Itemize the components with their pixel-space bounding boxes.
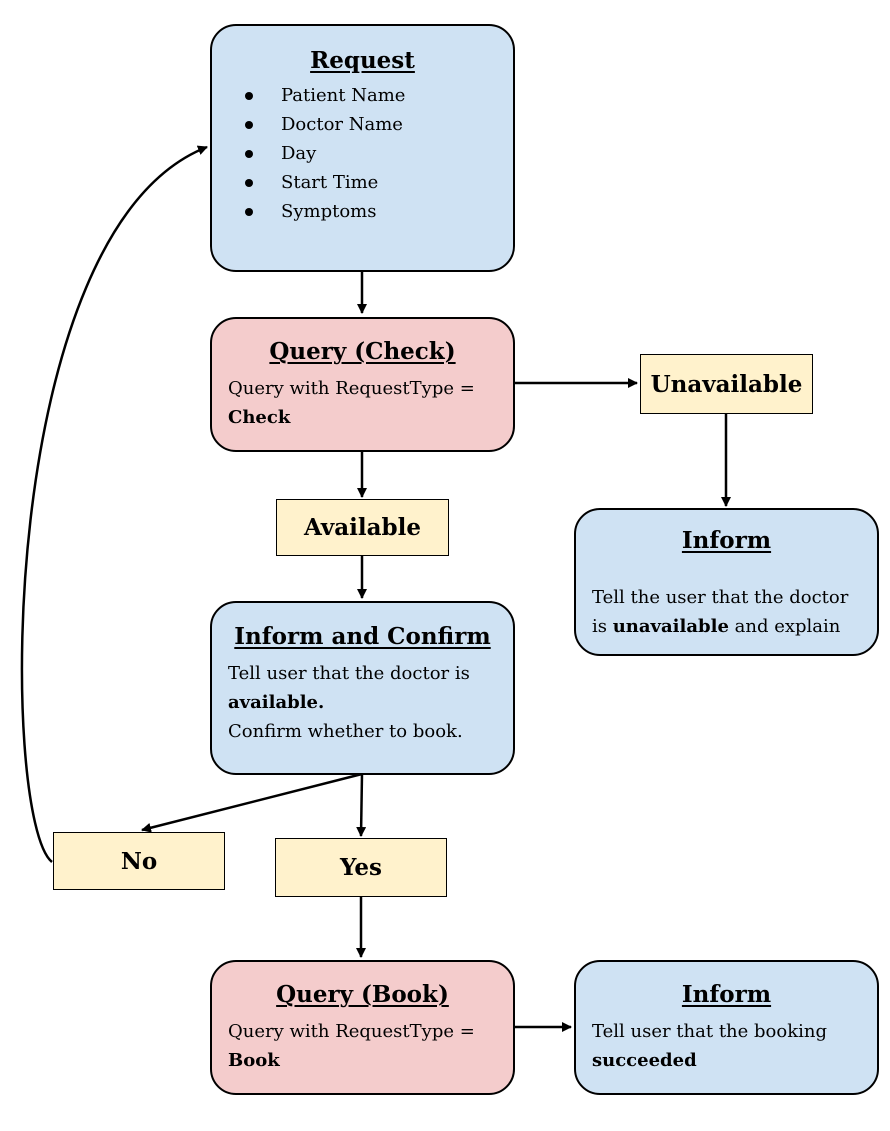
request-box: Request Patient Name Doctor Name Day Sta… bbox=[210, 24, 515, 272]
request-field-item: Start Time bbox=[212, 168, 513, 197]
query-check-title: Query (Check) bbox=[269, 338, 456, 365]
inform-confirm-line: Confirm whether to book. bbox=[228, 721, 463, 742]
request-field-label: Symptoms bbox=[281, 201, 377, 222]
inform-confirm-text: Tell user that the doctor is available. … bbox=[228, 659, 513, 746]
no-label: No bbox=[120, 847, 158, 875]
request-title: Request bbox=[310, 47, 415, 74]
request-field-label: Doctor Name bbox=[281, 114, 403, 135]
available-box: Available bbox=[276, 499, 449, 556]
bullet-icon bbox=[245, 150, 253, 158]
inform-unavailable-line: Tell the user that the doctor bbox=[592, 587, 849, 608]
arrow-inform-confirm-to-yes bbox=[356, 773, 367, 837]
inform-success-title: Inform bbox=[681, 981, 772, 1008]
query-check-box: Query (Check) Query with RequestType = C… bbox=[210, 317, 515, 452]
inform-confirm-status: available. bbox=[228, 692, 325, 713]
inform-success-line: Tell user that the booking bbox=[592, 1021, 827, 1042]
request-field-item: Symptoms bbox=[212, 197, 513, 226]
query-check-text: Query with RequestType = Check bbox=[228, 374, 513, 432]
request-field-item: Day bbox=[212, 139, 513, 168]
query-book-box: Query (Book) Query with RequestType = Bo… bbox=[210, 960, 515, 1095]
request-field-item: Patient Name bbox=[212, 81, 513, 110]
inform-confirm-line: Tell user that the doctor is bbox=[228, 663, 470, 684]
inform-unavailable-post: and explain bbox=[728, 616, 841, 637]
inform-unavailable-pre: is bbox=[592, 616, 613, 637]
query-book-title: Query (Book) bbox=[276, 981, 449, 1008]
query-check-request-type: Check bbox=[228, 407, 291, 428]
query-book-request-type: Book bbox=[228, 1050, 280, 1071]
request-field-item: Doctor Name bbox=[212, 110, 513, 139]
query-book-line: Query with RequestType = bbox=[228, 1021, 475, 1042]
inform-unavailable-title: Inform bbox=[681, 527, 772, 554]
inform-confirm-box: Inform and Confirm Tell user that the do… bbox=[210, 601, 515, 775]
bullet-icon bbox=[245, 121, 253, 129]
request-field-list: Patient Name Doctor Name Day Start Time … bbox=[212, 81, 513, 226]
arrow-inform-confirm-to-no bbox=[141, 772, 363, 833]
request-field-label: Start Time bbox=[281, 172, 379, 193]
inform-unavailable-text: Tell the user that the doctor is unavail… bbox=[592, 583, 877, 641]
inform-confirm-title: Inform and Confirm bbox=[234, 623, 491, 650]
request-field-label: Patient Name bbox=[281, 85, 406, 106]
bullet-icon bbox=[245, 92, 253, 100]
query-check-line: Query with RequestType = bbox=[228, 378, 475, 399]
inform-unavailable-box: Inform Tell the user that the doctor is … bbox=[574, 508, 879, 656]
no-box: No bbox=[53, 832, 225, 890]
available-label: Available bbox=[303, 514, 421, 541]
inform-success-text: Tell user that the booking succeeded bbox=[592, 1017, 877, 1075]
unavailable-box: Unavailable bbox=[640, 354, 813, 414]
bullet-icon bbox=[245, 208, 253, 216]
query-book-text: Query with RequestType = Book bbox=[228, 1017, 513, 1075]
yes-label: Yes bbox=[339, 854, 382, 881]
inform-unavailable-status: unavailable bbox=[612, 616, 729, 637]
yes-box: Yes bbox=[275, 838, 447, 897]
unavailable-label: Unavailable bbox=[650, 370, 803, 398]
inform-unavailable-line: is unavailable and explain bbox=[592, 612, 877, 641]
inform-success-status: succeeded bbox=[592, 1050, 697, 1071]
request-field-label: Day bbox=[281, 143, 317, 164]
inform-success-box: Inform Tell user that the booking succee… bbox=[574, 960, 879, 1095]
arrow-no-to-request bbox=[20, 145, 208, 863]
bullet-icon bbox=[245, 179, 253, 187]
